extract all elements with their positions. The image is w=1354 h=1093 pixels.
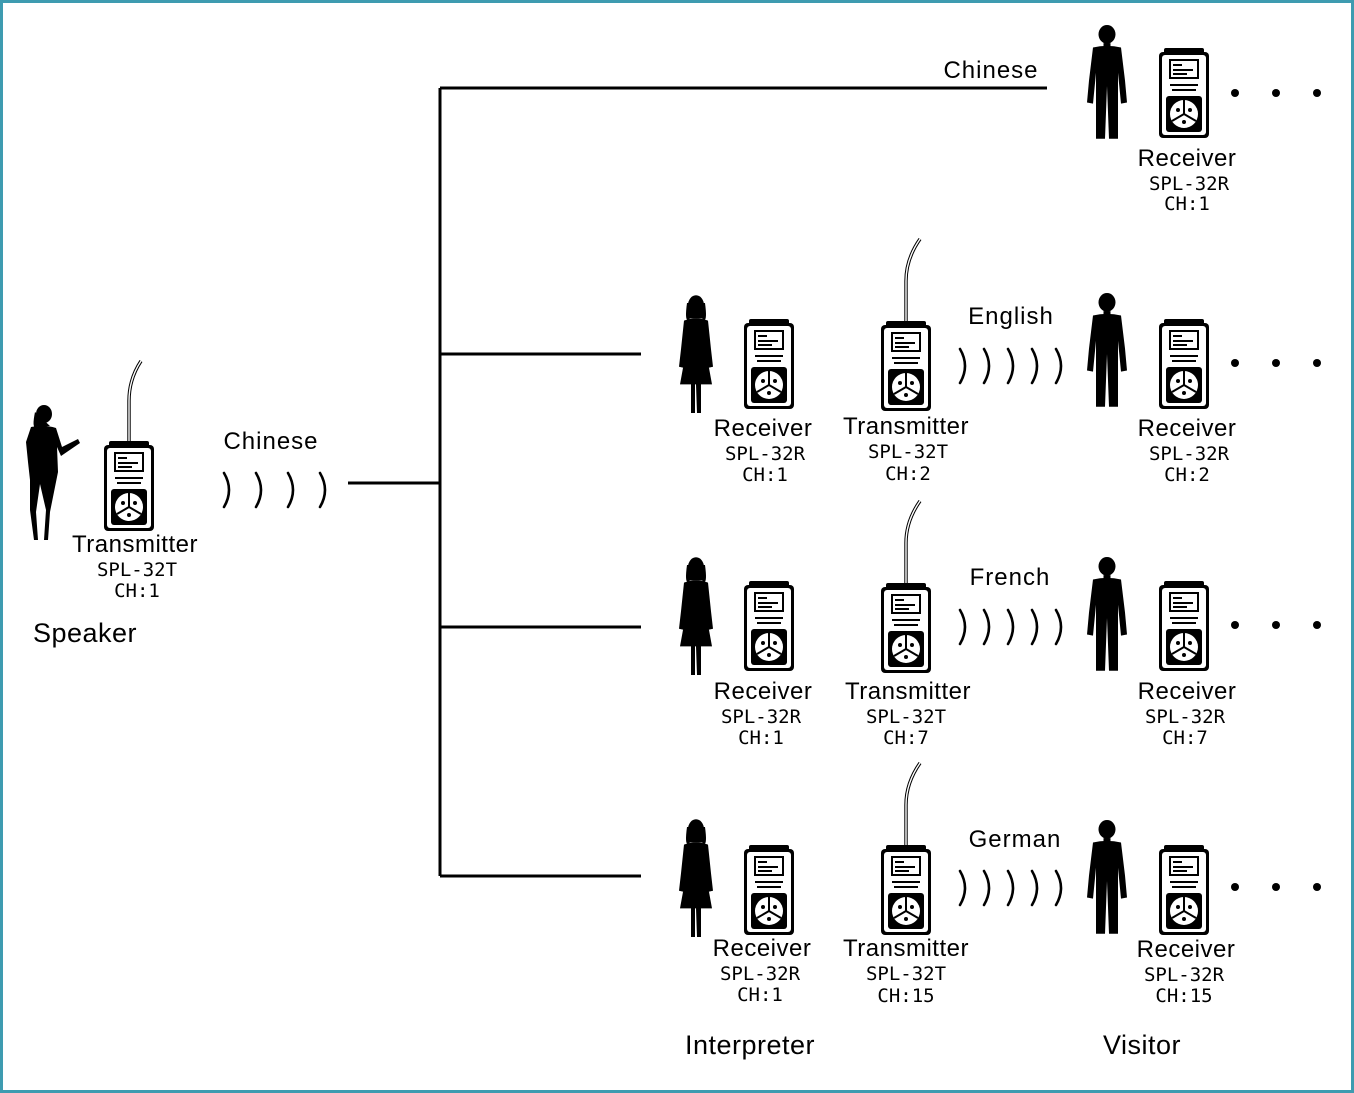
visitor-receiver-channel: CH:1 xyxy=(1164,193,1210,215)
speaker-transmitter-channel: CH:1 xyxy=(114,580,160,602)
interpreter-transmitter-channel: CH:7 xyxy=(883,727,929,749)
more-dots-icon xyxy=(1231,359,1321,367)
visitor-person-icon xyxy=(1087,24,1127,139)
interpreter-receiver-device-icon xyxy=(743,844,795,936)
speaker-transmitter-name: Transmitter xyxy=(72,531,198,558)
more-dots-icon xyxy=(1231,883,1321,891)
interpreter-person-icon xyxy=(679,819,713,937)
speaker-radio-waves-icon xyxy=(222,471,327,509)
interpreter-transmitter-device-icon xyxy=(880,762,932,936)
interpreter-transmitter-name: Transmitter xyxy=(843,935,969,962)
visitor-receiver-name: Receiver xyxy=(1137,936,1236,963)
interpreter-receiver-channel: CH:1 xyxy=(737,984,783,1006)
interpreter-receiver-model: SPL-32R xyxy=(720,963,801,985)
interpreter-transmitter-channel: CH:15 xyxy=(877,985,934,1007)
visitor-receiver-model: SPL-32R xyxy=(1144,964,1225,986)
visitor-receiver-name: Receiver xyxy=(1138,678,1237,705)
visitor-receiver-channel: CH:15 xyxy=(1155,985,1212,1007)
speaker-language-label: Chinese xyxy=(223,428,318,455)
interpreter-receiver-model: SPL-32R xyxy=(725,443,806,465)
distribution-lines xyxy=(348,86,1047,878)
interpreter-receiver-device-icon xyxy=(743,580,795,672)
speaker-person-icon xyxy=(26,405,80,540)
interpreter-transmitter-model: SPL-32T xyxy=(866,706,946,728)
visitor-column-label: Visitor xyxy=(1103,1030,1181,1060)
interpreter-receiver-name: Receiver xyxy=(714,678,813,705)
branch-english-language-label: English xyxy=(968,303,1054,330)
interpreter-column-label: Interpreter xyxy=(685,1030,815,1060)
interpreter-receiver-device-icon xyxy=(743,318,795,410)
speaker-label: Speaker xyxy=(33,618,137,648)
visitor-receiver-device-icon xyxy=(1158,580,1210,672)
speaker-transmitter-device-icon xyxy=(103,360,155,532)
branch-german-language-label: German xyxy=(969,826,1062,853)
more-dots-icon xyxy=(1231,621,1321,629)
visitor-person-icon xyxy=(1087,819,1127,934)
visitor-person-icon xyxy=(1087,292,1127,407)
visitor-receiver-name: Receiver xyxy=(1138,415,1237,442)
interpreter-radio-waves-icon xyxy=(958,608,1063,646)
visitor-receiver-device-icon xyxy=(1158,47,1210,139)
interpreter-transmitter-name: Transmitter xyxy=(843,413,969,440)
interpreter-person-icon xyxy=(679,557,713,675)
speaker-transmitter-model: SPL-32T xyxy=(97,559,177,581)
interpreter-receiver-name: Receiver xyxy=(713,935,812,962)
visitor-receiver-model: SPL-32R xyxy=(1149,443,1230,465)
interpreter-receiver-model: SPL-32R xyxy=(721,706,802,728)
interpreter-radio-waves-icon xyxy=(958,347,1063,385)
visitor-receiver-model: SPL-32R xyxy=(1149,173,1230,195)
interpreter-receiver-channel: CH:1 xyxy=(738,727,784,749)
interpreter-transmitter-channel: CH:2 xyxy=(885,463,931,485)
interpreter-transmitter-model: SPL-32T xyxy=(866,963,946,985)
interpreter-radio-waves-icon xyxy=(958,869,1063,907)
visitor-receiver-model: SPL-32R xyxy=(1145,706,1226,728)
visitor-receiver-channel: CH:2 xyxy=(1164,464,1210,486)
more-dots-icon xyxy=(1231,89,1321,97)
interpreter-person-icon xyxy=(679,295,713,413)
interpreter-transmitter-device-icon xyxy=(880,238,932,412)
visitor-receiver-device-icon xyxy=(1158,318,1210,410)
branch-chinese-language-label: Chinese xyxy=(943,57,1038,84)
interpreter-receiver-name: Receiver xyxy=(714,415,813,442)
visitor-receiver-name: Receiver xyxy=(1138,145,1237,172)
interpreter-transmitter-name: Transmitter xyxy=(845,678,971,705)
interpreter-transmitter-device-icon xyxy=(880,500,932,674)
visitor-receiver-channel: CH:7 xyxy=(1162,727,1208,749)
interpreter-transmitter-model: SPL-32T xyxy=(868,441,948,463)
visitor-person-icon xyxy=(1087,556,1127,671)
interpreter-receiver-channel: CH:1 xyxy=(742,464,788,486)
visitor-receiver-device-icon xyxy=(1158,844,1210,936)
branch-french-language-label: French xyxy=(970,564,1051,591)
